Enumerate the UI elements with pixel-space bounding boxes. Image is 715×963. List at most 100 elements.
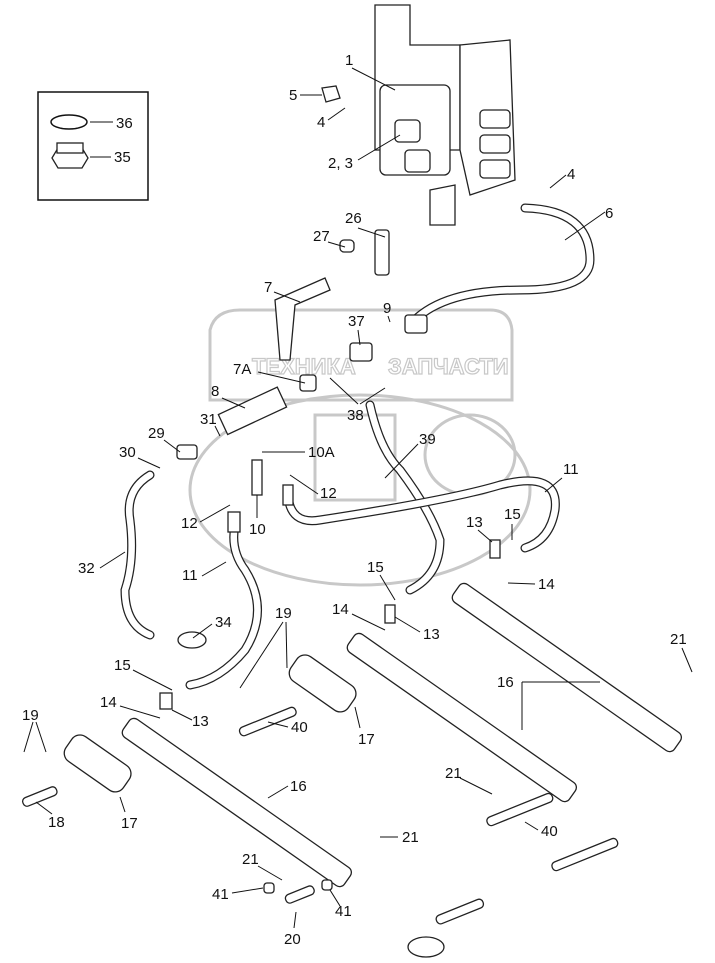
callout-29: 29 [148, 425, 165, 442]
callout-8: 8 [211, 383, 219, 400]
leader-line [267, 785, 289, 799]
leader-line [239, 621, 284, 689]
leader-line [394, 616, 421, 633]
callout-17: 17 [121, 815, 138, 832]
callout-21: 21 [445, 765, 462, 782]
callout-13: 13 [423, 626, 440, 643]
leader-line [171, 709, 193, 721]
hoses [120, 203, 595, 690]
callout-40: 40 [291, 719, 308, 736]
callout-15: 15 [367, 559, 384, 576]
leader-line [199, 504, 231, 523]
callout-36: 36 [116, 115, 133, 132]
callout-26: 26 [345, 210, 362, 227]
callout-19: 19 [22, 707, 39, 724]
leader-line [99, 551, 126, 569]
callout-5: 5 [289, 87, 297, 104]
callout-7A: 7A [233, 361, 251, 378]
callout-21: 21 [242, 851, 259, 868]
inset-box [37, 91, 149, 201]
leader-line [192, 623, 213, 639]
cylinders [63, 582, 683, 888]
callout-31: 31 [200, 411, 217, 428]
callout-21: 21 [670, 631, 687, 648]
leader-line [544, 477, 563, 493]
callout-37: 37 [348, 313, 365, 330]
callout-30: 30 [119, 444, 136, 461]
callout-14: 14 [538, 576, 555, 593]
callout-15: 15 [504, 506, 521, 523]
leader-line [329, 377, 359, 405]
leader-line [354, 706, 361, 729]
callout-1: 1 [345, 52, 353, 69]
leader-line [329, 889, 341, 907]
callout-14: 14 [100, 694, 117, 711]
leader-line [132, 669, 173, 691]
leader-line [351, 613, 386, 631]
leader-line [231, 887, 264, 894]
callout-15: 15 [114, 657, 131, 674]
callout-12: 12 [320, 485, 337, 502]
leader-line [357, 134, 401, 161]
callout-4: 4 [567, 166, 575, 183]
leader-line [564, 211, 606, 241]
callout-11: 11 [563, 461, 579, 478]
callout-4: 4 [317, 114, 325, 131]
leader-line [524, 821, 539, 831]
leader-line [359, 387, 386, 405]
leader-line [214, 425, 221, 437]
callout-13: 13 [466, 514, 483, 531]
leader-line [327, 241, 346, 248]
leader-line [163, 439, 181, 453]
callout-12: 12 [181, 515, 198, 532]
callout-16: 16 [290, 778, 307, 795]
leader-line [273, 291, 301, 303]
leader-line [201, 561, 227, 577]
leader-line [35, 801, 53, 815]
leader-line [119, 705, 161, 719]
leader-line [357, 227, 386, 238]
callout-10A: 10A [308, 444, 335, 461]
callout-16: 16 [497, 674, 514, 691]
leader-line [23, 721, 34, 753]
leader-line [477, 529, 493, 543]
callout-6: 6 [605, 205, 613, 222]
leader-line [351, 67, 396, 91]
control-valve [321, 4, 516, 226]
leader-line [221, 397, 246, 409]
callout-20: 20 [284, 931, 301, 948]
leader-line [459, 777, 493, 795]
leader-line [681, 647, 693, 673]
callout-7: 7 [264, 279, 272, 296]
leader-line [285, 621, 288, 669]
leader-line [379, 574, 396, 601]
leader-line [327, 107, 346, 121]
callout-39: 39 [419, 431, 436, 448]
callout-35: 35 [114, 149, 131, 166]
pins [21, 706, 619, 958]
leader-line [357, 329, 361, 346]
callout-38: 38 [347, 407, 364, 424]
leader-line [119, 796, 126, 813]
leader-line [137, 457, 161, 469]
callout-21: 21 [402, 829, 419, 846]
leader-line [257, 371, 306, 384]
leader-line [387, 315, 391, 323]
callout-10: 10 [249, 521, 266, 538]
callout-9: 9 [383, 300, 391, 317]
callout-41: 41 [335, 903, 352, 920]
callout-18: 18 [48, 814, 65, 831]
leader-line [289, 474, 319, 495]
callout-19: 19 [275, 605, 292, 622]
callout-17: 17 [358, 731, 375, 748]
callout-41: 41 [212, 886, 229, 903]
callout-2-3: 2, 3 [328, 155, 353, 172]
callout-32: 32 [78, 560, 95, 577]
o-ring-icon [50, 114, 88, 130]
callout-27: 27 [313, 228, 330, 245]
callout-13: 13 [192, 713, 209, 730]
callout-14: 14 [332, 601, 349, 618]
leader-line [507, 582, 536, 585]
leader-line [549, 174, 567, 189]
